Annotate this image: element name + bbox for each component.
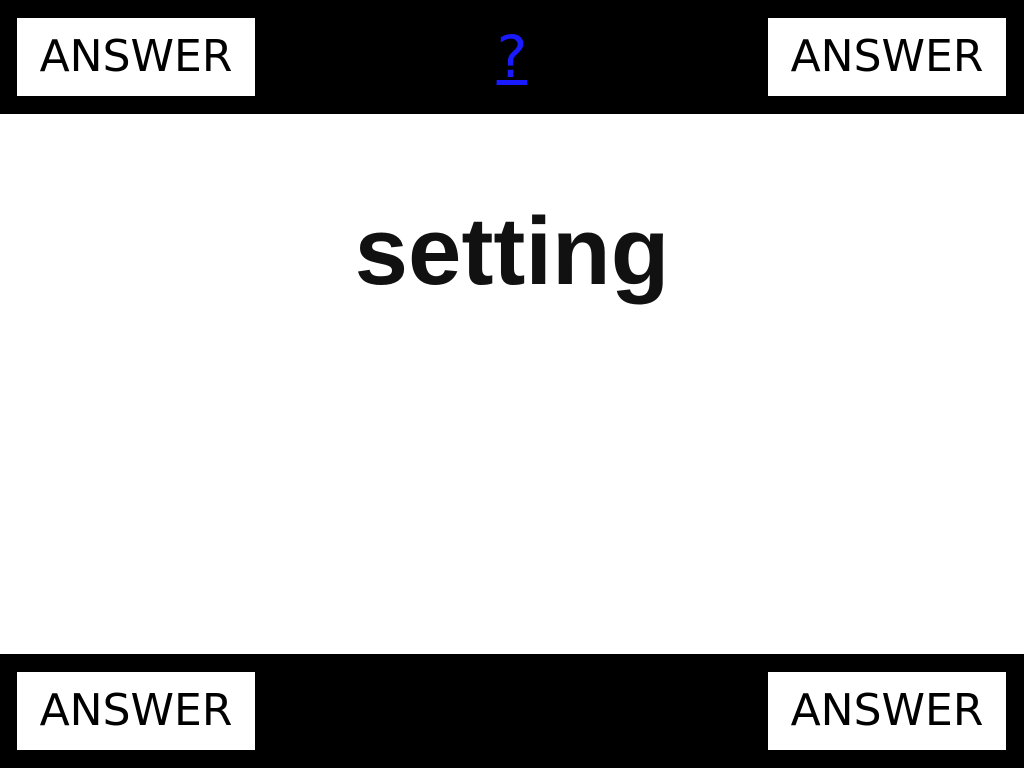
top-bar: ANSWER ? ANSWER: [0, 0, 1024, 114]
bottom-bar: ANSWER ANSWER: [0, 654, 1024, 768]
answer-button-bottom-left[interactable]: ANSWER: [17, 672, 255, 750]
answer-button-top-right[interactable]: ANSWER: [768, 18, 1006, 96]
vocabulary-word: setting: [354, 198, 670, 305]
question-link[interactable]: ?: [496, 23, 528, 91]
answer-button-bottom-right[interactable]: ANSWER: [768, 672, 1006, 750]
answer-button-top-left[interactable]: ANSWER: [17, 18, 255, 96]
